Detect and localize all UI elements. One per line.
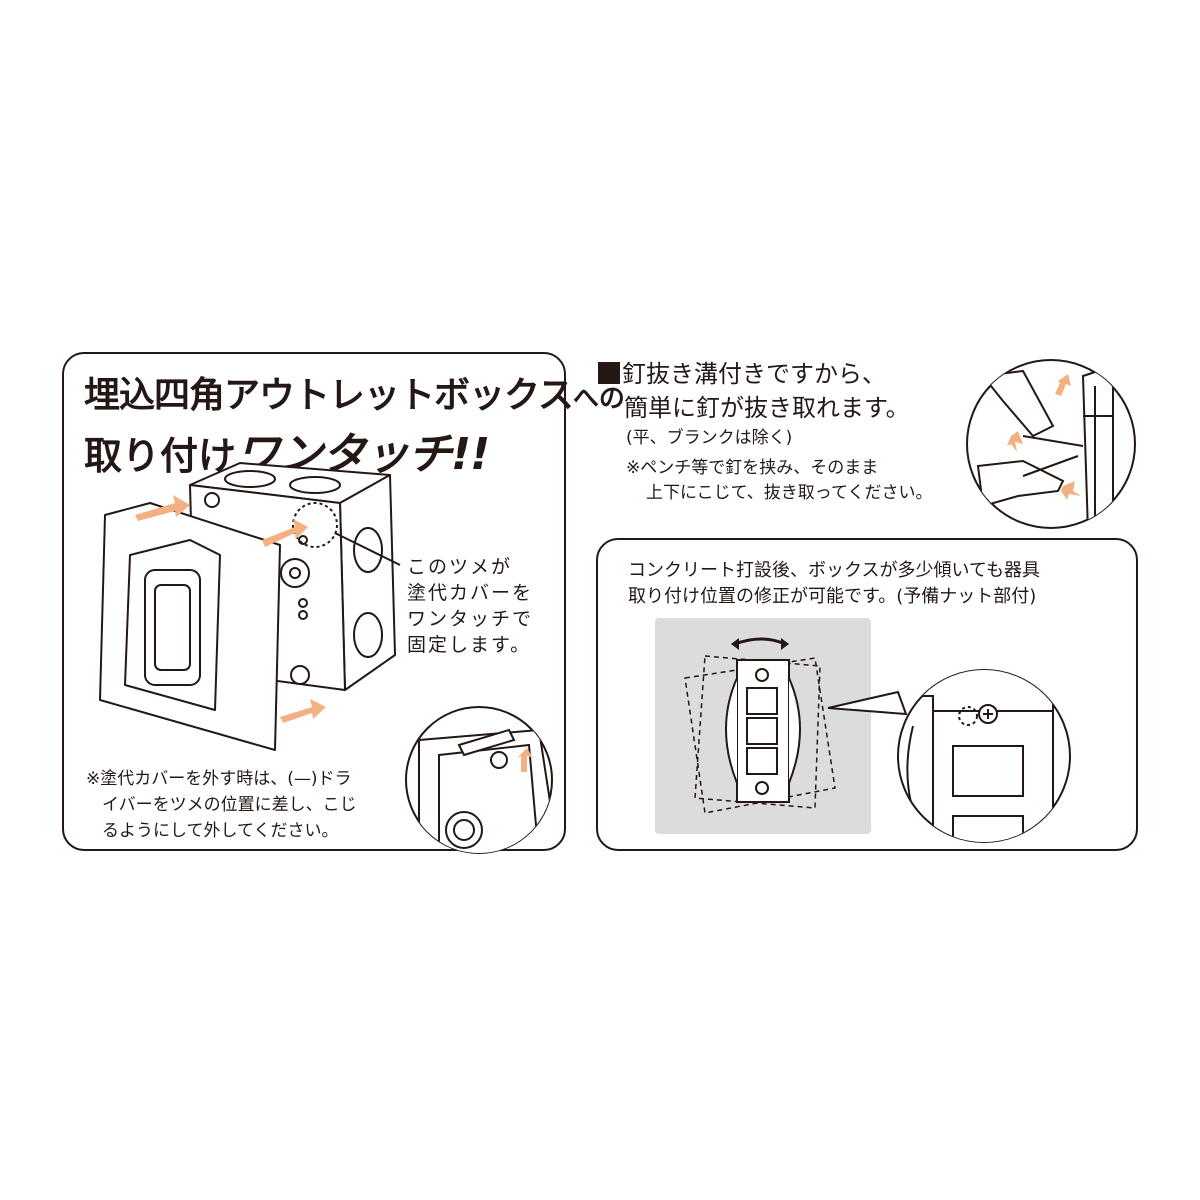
adjust-text-line-1: コンクリート打設後、ボックスが多少傾いても器具 (628, 560, 1041, 581)
left-note-line-3: るようにして外してください。 (102, 821, 339, 841)
callout-line-4: 固定します。 (407, 634, 532, 656)
nail-exception: (平、ブランクは除く) (626, 428, 793, 448)
nail-removal-detail-circle (966, 359, 1136, 529)
title-attach: 取り付け (84, 434, 237, 478)
callout-line-1: このツメが (407, 556, 513, 578)
nail-heading-line-2: 簡単に釘が抜き取れます。 (624, 394, 910, 422)
left-title-line1: 埋込四角アウトレットボックスへの (84, 366, 625, 418)
nail-note-line-1: ※ペンチ等で釘を挟み、そのまま (626, 458, 879, 478)
square-bullet-icon (598, 362, 620, 384)
title-main: 埋込四角アウトレットボックス (84, 375, 574, 416)
outlet-box-illustration (99, 462, 401, 751)
callout-line-2: 塗代カバーを (407, 582, 534, 604)
adjust-text-line-2: 取り付け位置の修正が可能です。(予備ナット部付) (628, 586, 1037, 607)
nail-heading-text-1: 釘抜き溝付きですから、 (622, 360, 886, 388)
nail-heading-line-1: 釘抜き溝付きですから、 (598, 354, 886, 389)
left-note-line-2: イバーをツメの位置に差し、こじ (102, 795, 357, 815)
title-small: への (572, 384, 625, 414)
callout-line-3: ワンタッチで (407, 608, 534, 630)
screwdriver-detail-circle (405, 706, 553, 854)
left-note-line-1: ※塗代カバーを外す時は、(—)ドラ (86, 769, 352, 789)
nail-note-line-2: 上下にこじて、抜き取ってください。 (646, 483, 933, 503)
tilting-switch-plate (684, 637, 836, 814)
nut-detail-circle (827, 669, 1071, 843)
